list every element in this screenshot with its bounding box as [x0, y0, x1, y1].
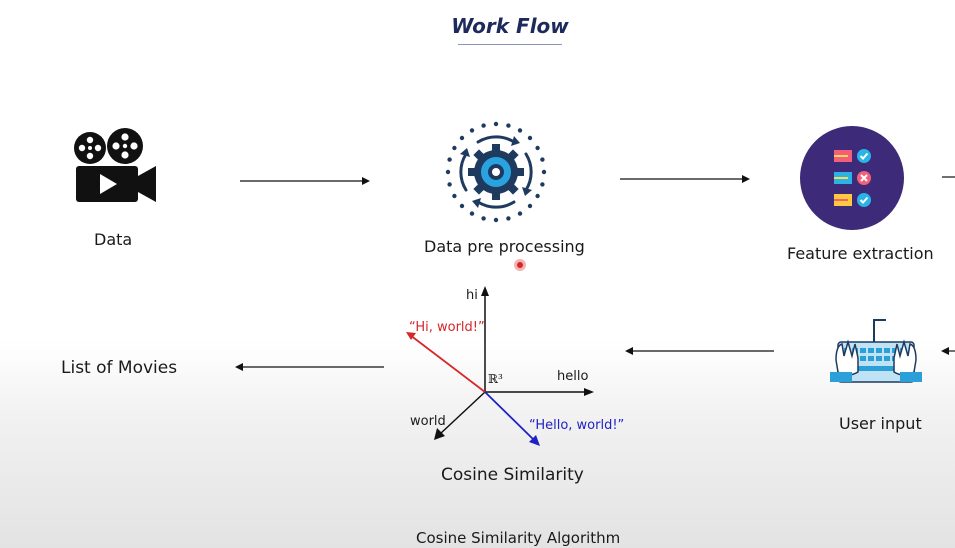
page-title: Work Flow: [451, 14, 569, 38]
axis-world-label: world: [410, 414, 446, 429]
axis-hi-label: hi: [466, 288, 478, 303]
arrow-fragment-top-right: [942, 176, 955, 178]
caption: Cosine Similarity Algorithm: [416, 529, 621, 547]
vector-hi-world-label: “Hi, world!”: [409, 320, 485, 335]
list-of-movies-label: List of Movies: [61, 358, 178, 378]
cosine-vector-diagram: [406, 286, 594, 446]
title-underline: [458, 44, 562, 45]
arrow-user-input-to-cosine: [625, 347, 774, 355]
record-dot-icon: [514, 259, 526, 271]
checklist-icon: [800, 126, 904, 230]
user-input-label: User input: [839, 414, 922, 433]
cosine-similarity-label: Cosine Similarity: [441, 465, 584, 485]
movie-camera-icon: [74, 128, 156, 202]
space-r3-label: ℝ³: [488, 372, 503, 386]
keyboard-typing-icon: [830, 319, 922, 383]
data-label: Data: [94, 230, 133, 249]
arrow-fragment-mid-right: [941, 347, 955, 355]
arrow-cosine-to-movies: [235, 363, 384, 371]
feature-extraction-label: Feature extraction: [787, 244, 934, 263]
gear-cycle-icon: [445, 121, 547, 223]
arrow-preprocessing-to-feature: [620, 175, 750, 183]
preprocessing-label: Data pre processing: [424, 237, 585, 256]
arrow-data-to-preprocessing: [240, 177, 370, 185]
vector-hello-world-label: “Hello, world!”: [529, 418, 625, 433]
axis-hello-label: hello: [557, 369, 589, 384]
